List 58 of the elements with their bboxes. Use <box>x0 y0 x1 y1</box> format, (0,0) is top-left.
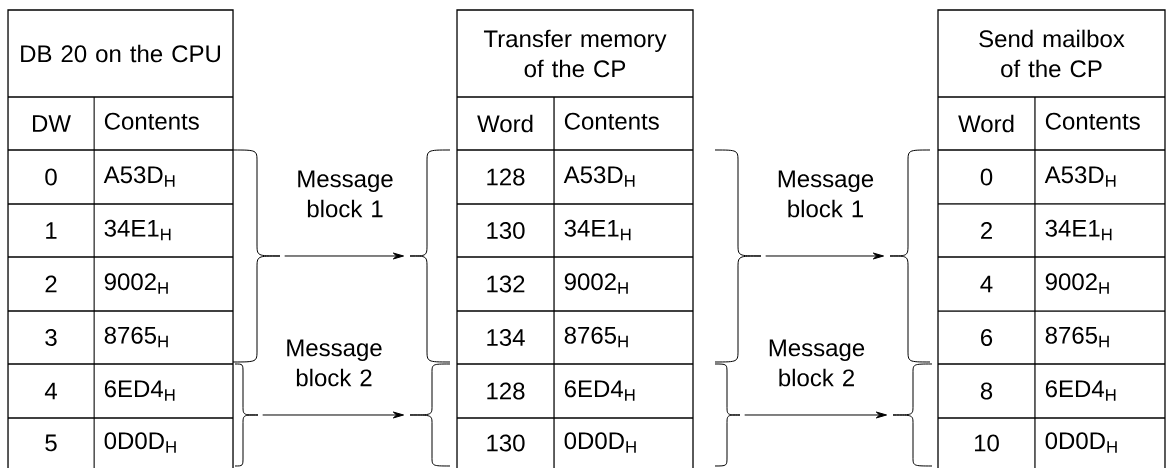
table-cell: 34E1$_{H}$ <box>104 219 171 241</box>
table-cell: 128 <box>487 382 525 400</box>
curly-brace <box>889 149 931 363</box>
table-cell: Contents <box>564 112 659 130</box>
table-cell: 9002$_{H}$ <box>564 273 628 294</box>
arrow <box>765 252 885 260</box>
table-cell: 1 <box>46 222 57 239</box>
table-cell: 134 <box>487 329 525 346</box>
table-cell: 128 <box>487 168 525 186</box>
edge-label: Message block 2 <box>287 339 382 387</box>
table-cell: 130 <box>487 222 525 239</box>
table-cell: 5 <box>45 434 57 452</box>
edge-label: Message block 2 <box>769 339 865 387</box>
edge-label: Message block 1 <box>778 170 874 218</box>
table-cell: A53D$_{H}$ <box>563 166 635 187</box>
table-cell: 4 <box>980 275 993 293</box>
table-cell: Contents <box>104 112 199 130</box>
table-cell: 10 <box>975 434 999 452</box>
table-cell: 130 <box>487 434 525 452</box>
table-cell: 6ED4$_{H}$ <box>1045 380 1116 401</box>
table-cell: 8 <box>980 382 993 400</box>
table-cell: DW <box>33 115 71 132</box>
curly-brace <box>234 363 259 467</box>
table-cell: A53D$_{H}$ <box>1044 166 1116 187</box>
edge-label: Message block 1 <box>298 170 393 218</box>
table-cell: 6ED4$_{H}$ <box>564 380 635 401</box>
table-cell: Contents <box>1045 112 1140 130</box>
table-cell: 8765$_{H}$ <box>564 326 628 348</box>
table-cell: 6ED4$_{H}$ <box>104 380 175 401</box>
curly-brace <box>232 149 281 363</box>
table-cell: 0 <box>45 168 57 186</box>
arrow <box>284 252 405 260</box>
arrow <box>262 411 405 419</box>
table-cell: 8765$_{H}$ <box>104 326 168 348</box>
table-cell: 132 <box>487 275 525 293</box>
table-cell: 9002$_{H}$ <box>1045 273 1109 294</box>
curly-brace <box>714 363 741 467</box>
table-cell: 3 <box>45 329 57 346</box>
table-cell: 34E1$_{H}$ <box>564 219 631 241</box>
table-cell: 0 <box>980 168 993 186</box>
table-cell: 0D0D$_{H}$ <box>564 432 636 453</box>
table-cell: 2 <box>45 275 57 293</box>
table-cell: A53D$_{H}$ <box>103 166 175 187</box>
curly-brace <box>892 363 933 467</box>
table-cell: 8765$_{H}$ <box>1045 326 1109 348</box>
table-cell: 0D0D$_{H}$ <box>1045 432 1117 453</box>
table-cell: 0D0D$_{H}$ <box>104 432 176 453</box>
table-cell: 4 <box>44 382 57 400</box>
curly-brace <box>409 363 451 467</box>
table-cell: Word <box>958 114 1014 133</box>
table-cell: 6 <box>981 329 993 346</box>
curly-brace <box>409 149 451 363</box>
table-cell: 9002$_{H}$ <box>104 273 168 294</box>
table-cell: Word <box>477 114 533 133</box>
table-cell: 2 <box>981 222 992 239</box>
table-cell: 34E1$_{H}$ <box>1045 219 1112 241</box>
arrow <box>744 411 888 419</box>
curly-brace <box>714 149 762 363</box>
